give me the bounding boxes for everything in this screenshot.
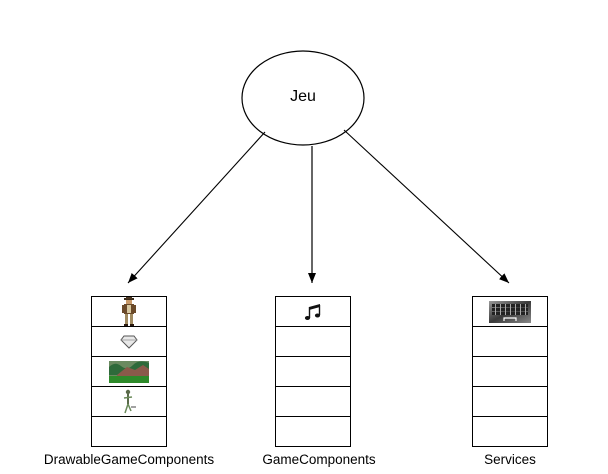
list-slot[interactable] <box>92 327 166 357</box>
music-note-icon <box>304 303 321 320</box>
list-slot-empty[interactable] <box>473 357 547 387</box>
edge-to-drawable <box>127 131 266 284</box>
list-slot[interactable] <box>473 297 547 327</box>
list-slot-empty[interactable] <box>276 357 350 387</box>
list-slot[interactable] <box>92 296 166 327</box>
list-slot[interactable] <box>276 297 350 327</box>
list-slot-empty[interactable] <box>276 417 350 446</box>
root-node-label: Jeu <box>290 88 316 105</box>
edge-to-services <box>343 129 510 284</box>
keyboard-icon <box>489 300 531 323</box>
skeleton-sprite-icon <box>123 389 136 413</box>
root-node-ellipse <box>241 50 365 146</box>
game-components-list <box>275 296 351 447</box>
list-slot-empty[interactable] <box>276 387 350 417</box>
list-slot-empty[interactable] <box>276 327 350 357</box>
list-slot-empty[interactable] <box>473 387 547 417</box>
landscape-background-icon <box>109 360 149 383</box>
services-label: Services <box>484 452 536 467</box>
diamond-gem-icon <box>120 335 138 349</box>
list-slot[interactable] <box>92 387 166 417</box>
drawable-components-list <box>91 296 167 447</box>
list-slot-empty[interactable] <box>473 327 547 357</box>
services-list <box>472 296 548 447</box>
adventurer-sprite-icon <box>122 296 136 326</box>
list-slot[interactable] <box>92 357 166 387</box>
game-components-label: GameComponents <box>262 452 376 467</box>
list-slot-empty[interactable] <box>473 417 547 446</box>
drawable-components-label: DrawableGameComponents <box>43 452 215 467</box>
list-slot-empty[interactable] <box>92 417 166 446</box>
